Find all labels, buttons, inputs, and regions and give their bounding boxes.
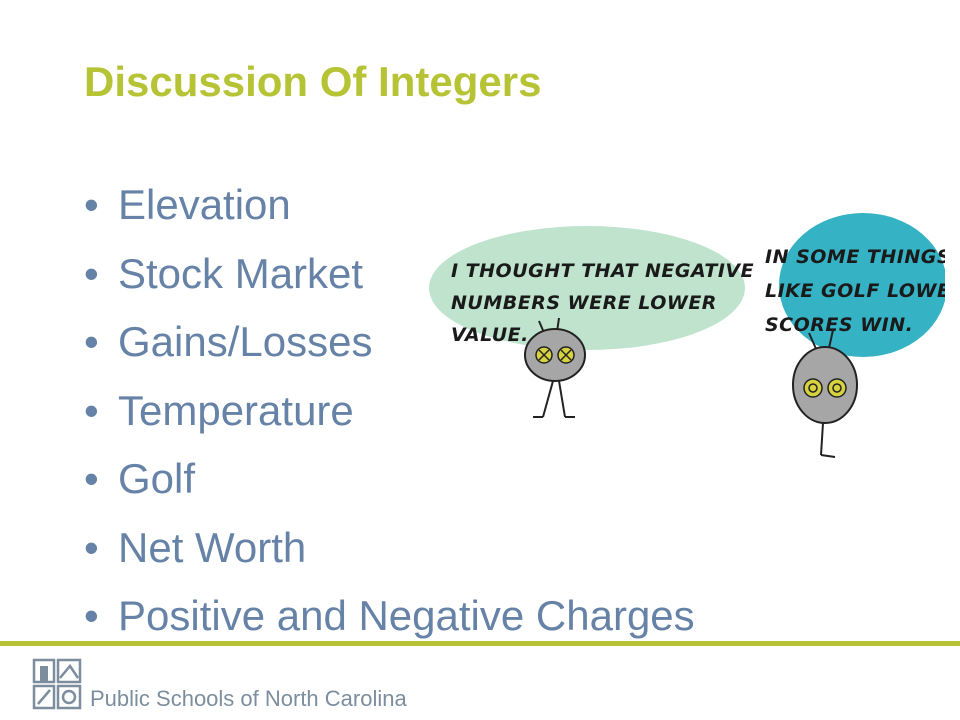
right-bubble-line: IN SOME THINGS <box>765 246 945 268</box>
left-speech-bubble <box>429 226 745 350</box>
state-board-logo-icon <box>32 658 82 710</box>
right-character-icon <box>792 329 858 458</box>
bullet-list: Elevation Stock Market Gains/Losses Temp… <box>84 180 695 660</box>
bullet-item: Net Worth <box>84 523 695 592</box>
left-bubble-line: NUMBERS WERE LOWER <box>451 292 717 314</box>
bullet-item: Temperature <box>84 386 695 455</box>
cartoon-illustration: I THOUGHT THAT NEGATIVE NUMBERS WERE LOW… <box>429 213 945 458</box>
footer-org-name: Public Schools of North Carolina <box>90 686 407 711</box>
bullet-item: Elevation <box>84 180 695 249</box>
right-bubble-line: LIKE GOLF LOWER <box>765 280 945 302</box>
left-bubble-line: I THOUGHT THAT NEGATIVE <box>451 260 754 282</box>
bullet-item: Gains/Losses <box>84 317 695 386</box>
left-character-icon <box>524 317 586 418</box>
right-bubble-line: SCORES WIN. <box>765 314 913 336</box>
bullet-item: Stock Market <box>84 249 695 318</box>
slide-title: Discussion Of Integers <box>84 58 542 105</box>
right-speech-bubble <box>779 213 945 357</box>
left-bubble-line: VALUE. <box>451 324 529 346</box>
bullet-item: Positive and Negative Charges <box>84 591 695 660</box>
bullet-item: Golf <box>84 454 695 523</box>
footer-divider <box>0 641 960 646</box>
